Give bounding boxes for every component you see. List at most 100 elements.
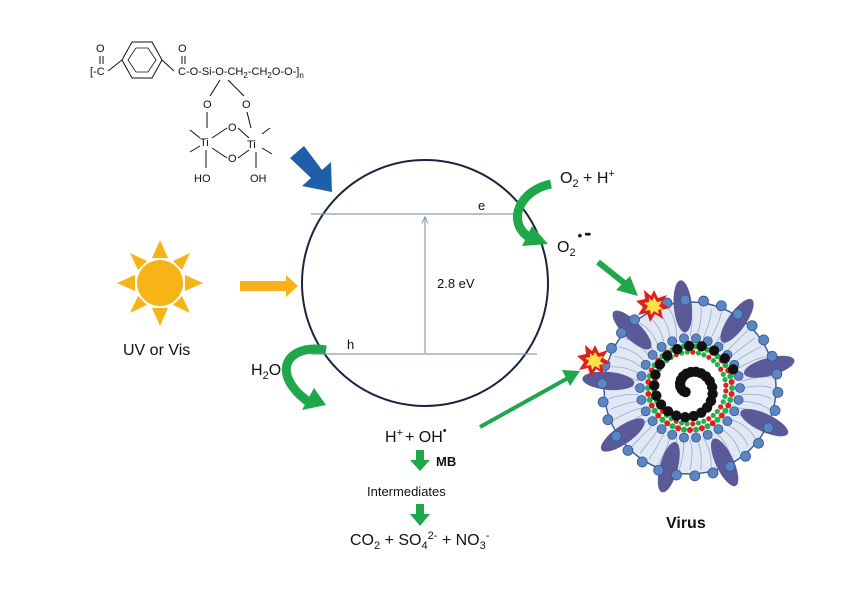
genome-bead: [679, 411, 691, 423]
lipid-tail: [726, 424, 749, 447]
inner-lipid-head: [729, 406, 740, 417]
lipid-head: [597, 396, 609, 408]
water-arrow-head: [302, 388, 326, 410]
lipid-head: [602, 414, 614, 426]
superoxide-attack-arrow: [596, 259, 630, 289]
virus-spike: [743, 355, 795, 378]
bridge-oxygen-bottom: O: [228, 153, 237, 165]
lipid-head: [679, 294, 691, 306]
radicals-label: H++ OH•: [385, 425, 447, 446]
si-oxygen-left: O: [203, 99, 212, 111]
lipid-tail: [730, 337, 756, 357]
capsid-dot: [727, 373, 734, 380]
band-gap-label: 2.8 eV: [437, 276, 475, 291]
capsid-dot-inner: [723, 388, 729, 394]
lipid-tail: [740, 401, 770, 410]
inner-lipid-head: [640, 359, 651, 370]
capsid-dot-inner: [710, 412, 716, 419]
inner-lipid-head: [667, 429, 678, 440]
sun-icon: [117, 240, 203, 326]
blue-arrow: [290, 146, 332, 192]
virus-spike: [673, 280, 693, 333]
inner-lipid-head: [735, 383, 745, 393]
inner-lipid-head: [656, 424, 667, 435]
lipid-head: [763, 422, 774, 434]
capsid-dot-inner: [718, 404, 724, 410]
lipid-tail: [614, 356, 643, 369]
inner-lipid-head: [691, 432, 701, 443]
genome-bead: [655, 399, 667, 410]
lipid-head: [707, 467, 719, 479]
capsid-dot-inner: [722, 393, 728, 400]
inner-lipid-head: [647, 349, 658, 360]
capsid-dot-inner: [695, 350, 702, 356]
products-label: CO2 + SO42- + NO3-: [350, 530, 490, 552]
capsid-dot-inner: [720, 399, 726, 405]
mb-arrow: [410, 450, 430, 471]
polymer-structure: O [-C O C-O-Si-O-CH2-CH2O-O-]n O O Ti Ti…: [90, 41, 304, 185]
lipid-head: [596, 378, 608, 390]
si-oxygen-right: O: [242, 99, 251, 111]
genome-bead: [696, 341, 707, 352]
inner-lipid-head: [635, 383, 645, 393]
capsid-dot: [725, 402, 732, 409]
genome-bead: [671, 410, 682, 421]
lipid-head: [724, 460, 736, 472]
lipid-head: [758, 334, 770, 346]
capsid-dot-inner: [706, 354, 712, 360]
chain-left: [-C: [90, 66, 105, 78]
capsid-dot-inner: [695, 420, 701, 426]
genome-bead: [688, 410, 699, 422]
lipid-tail: [639, 322, 659, 347]
lipid-head: [753, 437, 764, 449]
capsid-dot: [645, 390, 652, 397]
lipid-tail: [648, 432, 665, 460]
capsid-dot: [704, 423, 711, 430]
water-label: H2O: [251, 362, 281, 382]
carbonyl-o-left: O: [96, 43, 105, 55]
capsid-dot: [728, 379, 735, 386]
mb-label: MB: [436, 454, 456, 469]
lipid-head: [636, 456, 648, 468]
chain-middle: C-O-Si-O-CH2-CH2O-O-]n: [178, 66, 304, 80]
band-gap-circle: e h 2.8 eV: [301, 159, 549, 407]
lipid-tail: [608, 393, 639, 400]
capsid-dot: [664, 420, 671, 427]
intermediates-arrow: [410, 504, 430, 526]
lipid-head: [772, 386, 784, 398]
capsid-dot-inner: [701, 418, 707, 424]
genome-bead: [662, 350, 673, 361]
inner-lipid-head: [702, 429, 713, 440]
virus-spike: [740, 408, 789, 437]
inner-lipid-head: [733, 395, 744, 405]
lipid-head: [769, 405, 781, 416]
lipid-head: [740, 450, 751, 462]
capsid-dot: [722, 407, 729, 414]
lipid-tail: [689, 439, 693, 471]
water-curved-arrow: [281, 344, 327, 409]
lipid-head: [629, 314, 640, 326]
virus-spike: [710, 438, 739, 487]
carbonyl-o-right: O: [178, 43, 187, 55]
capsid-dot: [718, 412, 725, 419]
capsid-dot: [655, 412, 662, 419]
intermediates-label: Intermediates: [367, 484, 446, 499]
virus-spike: [612, 310, 652, 350]
orange-arrow: [240, 275, 298, 297]
genome-bead: [672, 344, 683, 355]
lipid-tail: [737, 356, 766, 369]
genome-bead: [683, 340, 695, 352]
capsid-dot-inner: [723, 382, 729, 388]
lipid-tail: [618, 346, 646, 363]
capsid-dot: [669, 423, 676, 430]
lipid-head: [746, 320, 758, 332]
oxygen-arrow-head: [522, 226, 548, 246]
oxygen-input-label: O2 + H+: [560, 168, 615, 190]
capsid-dot-inner: [706, 416, 712, 422]
capsid-dot: [681, 426, 688, 433]
inner-lipid-head: [733, 371, 744, 381]
capsid-dot: [729, 385, 735, 391]
lipid-head: [606, 342, 617, 354]
capsid-dot: [728, 390, 735, 397]
capsid-dot: [651, 407, 658, 414]
